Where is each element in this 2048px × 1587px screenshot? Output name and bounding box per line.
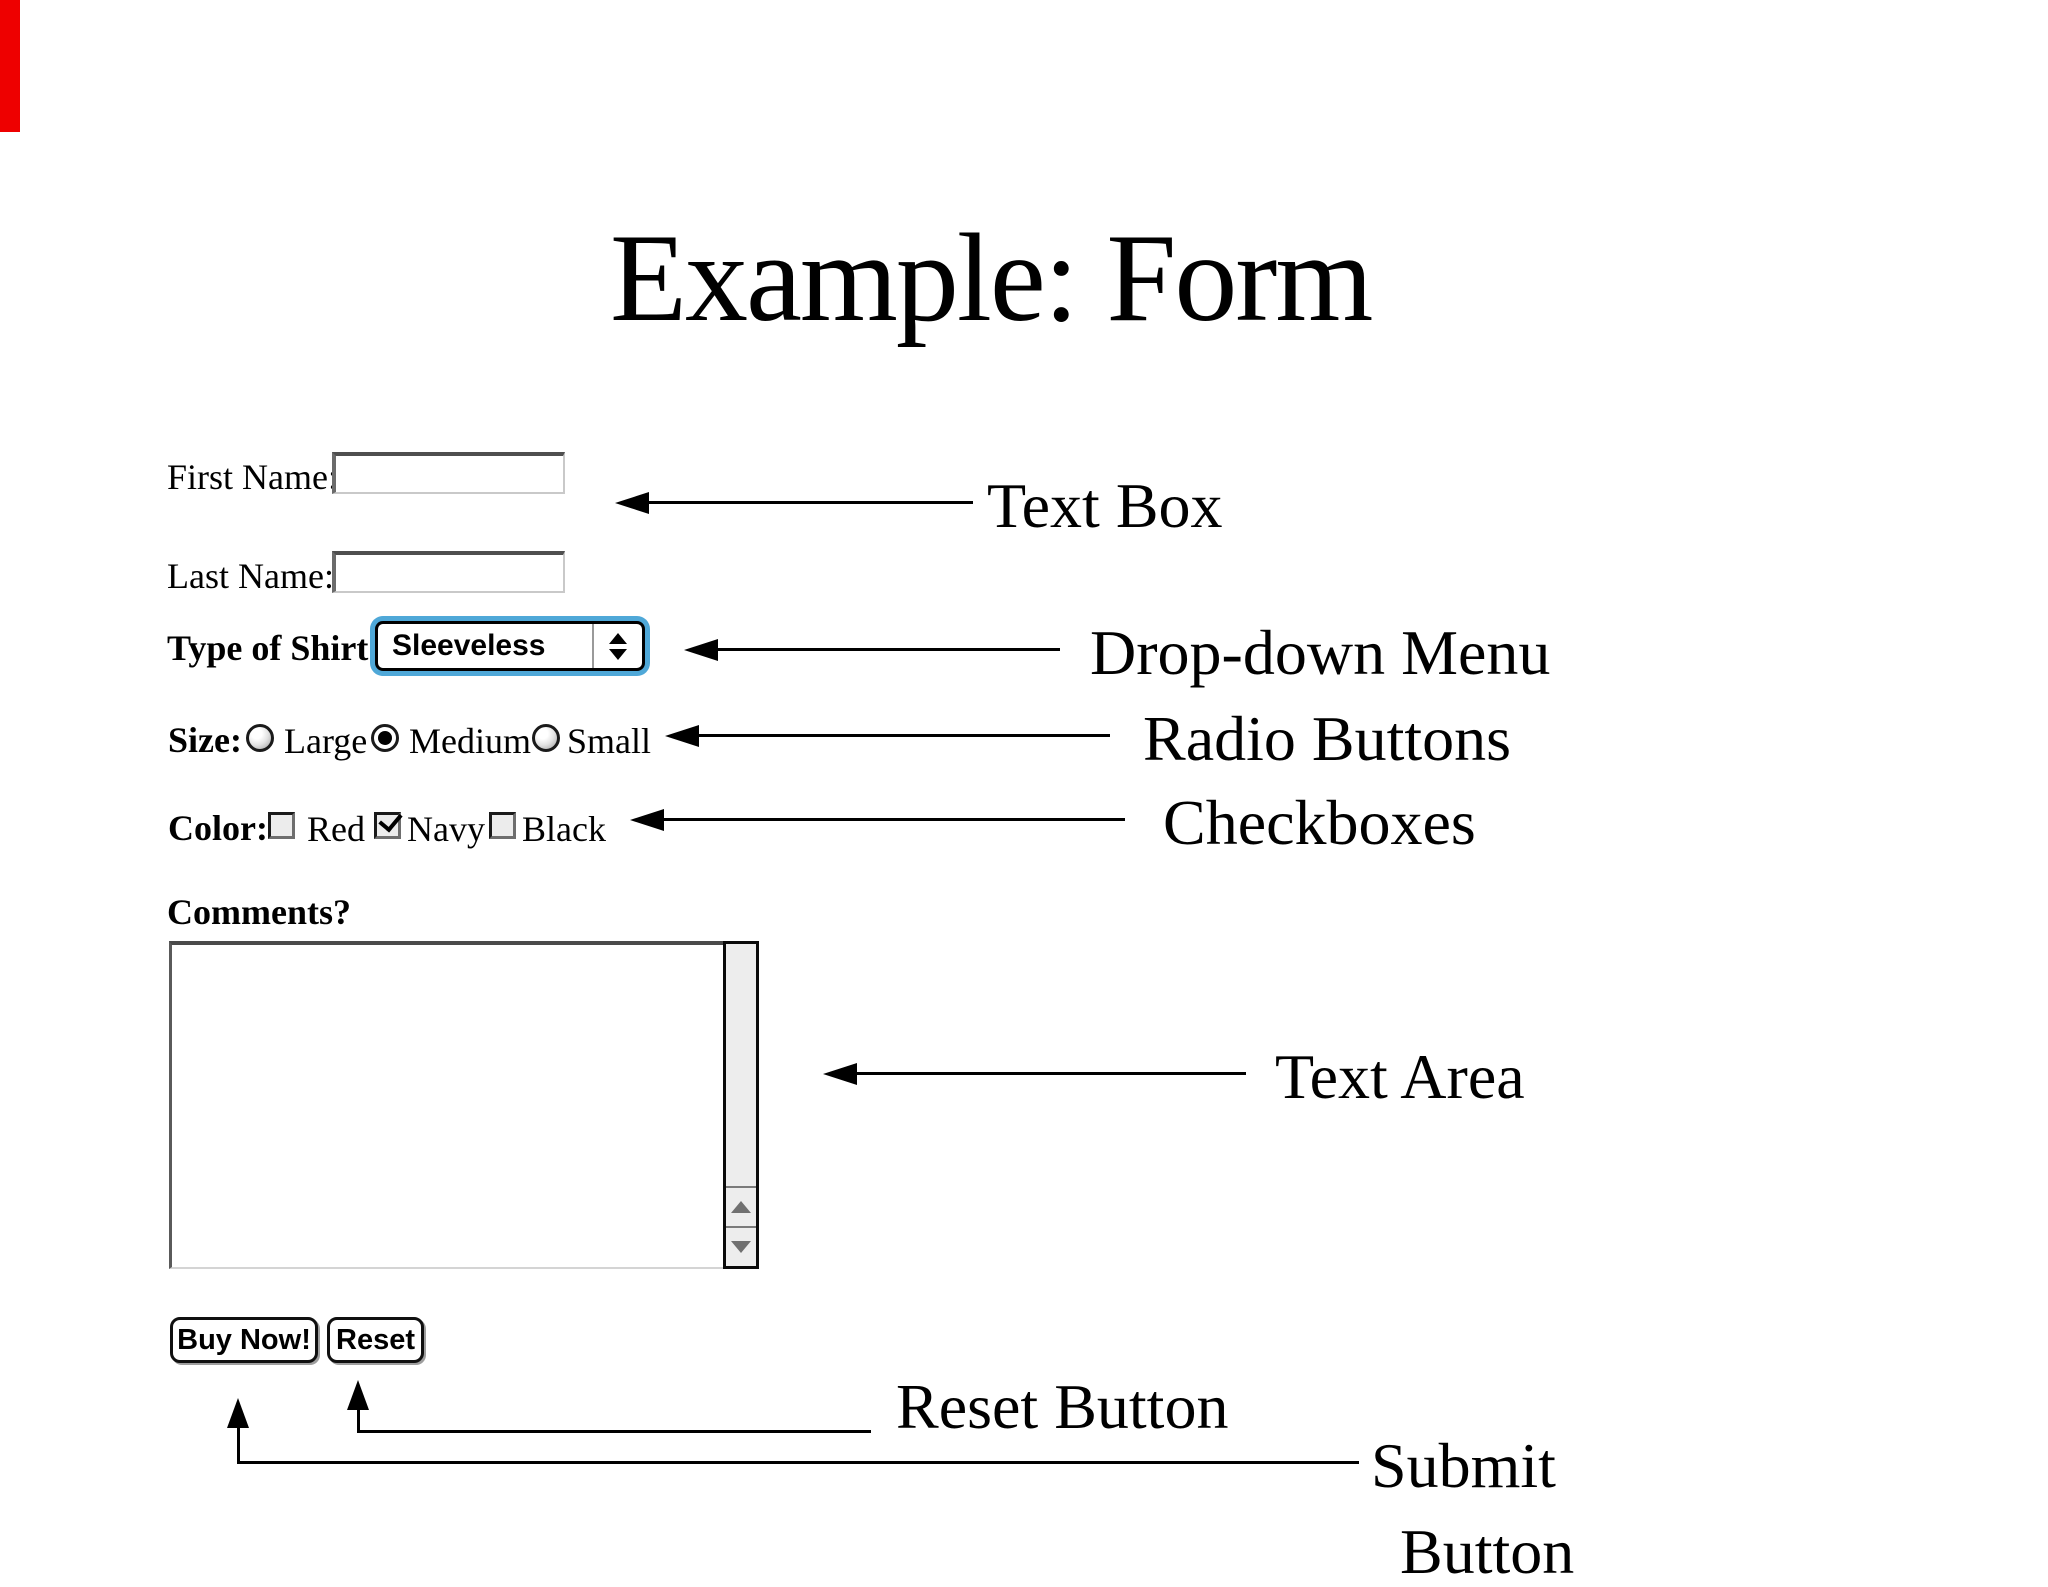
checkbox-navy[interactable] <box>374 807 403 839</box>
checkbox-black-label: Black <box>522 809 606 849</box>
slide-edge-marker <box>0 0 20 132</box>
text-box-arrow-line <box>646 501 973 504</box>
scrollbar-track[interactable] <box>726 944 756 1186</box>
checkbox-arrow-line <box>661 818 1125 821</box>
shirt-type-label: Type of Shirt: <box>167 628 381 668</box>
shirt-type-dropdown[interactable]: Sleeveless <box>375 621 645 671</box>
checkbox-navy-label: Navy <box>407 809 485 849</box>
dropdown-arrowhead-icon <box>684 639 718 661</box>
checkbox-arrowhead-icon <box>630 809 664 831</box>
radio-large[interactable] <box>246 724 274 752</box>
checkbox-black[interactable] <box>489 812 516 839</box>
radio-arrowhead-icon <box>665 725 699 747</box>
checkbox-annotation: Checkboxes <box>1163 787 1476 858</box>
first-name-input[interactable] <box>332 452 565 494</box>
color-label: Color: <box>168 808 268 848</box>
submit-arrow-hline <box>237 1461 1359 1464</box>
dropdown-selected-value: Sleeveless <box>392 629 546 662</box>
first-name-label: First Name: <box>167 457 338 497</box>
scroll-up-button[interactable] <box>726 1186 756 1226</box>
textarea-arrowhead-icon <box>823 1063 857 1085</box>
checkmark-icon <box>378 807 403 833</box>
submit-arrow-vline <box>237 1426 240 1464</box>
textarea-arrow-line <box>854 1072 1246 1075</box>
submit-annotation-line2: Button <box>1400 1516 1575 1587</box>
reset-arrow-hline <box>357 1430 871 1433</box>
last-name-input[interactable] <box>332 551 565 593</box>
scroll-up-icon <box>731 1201 751 1213</box>
reset-annotation: Reset Button <box>896 1371 1229 1442</box>
submit-arrowhead-icon <box>227 1398 249 1428</box>
up-triangle-icon <box>609 632 627 644</box>
radio-medium[interactable] <box>371 724 399 752</box>
dropdown-stepper-icon <box>592 624 642 668</box>
radio-arrow-line <box>696 734 1110 737</box>
text-box-annotation: Text Box <box>987 470 1223 541</box>
textarea-annotation: Text Area <box>1275 1041 1525 1112</box>
comments-label: Comments? <box>167 892 351 932</box>
reset-arrowhead-icon <box>347 1380 369 1410</box>
reset-arrow-vline <box>357 1408 360 1433</box>
radio-small-label: Small <box>567 721 652 761</box>
radio-medium-label: Medium <box>409 721 531 761</box>
down-triangle-icon <box>609 648 627 660</box>
reset-button[interactable]: Reset <box>327 1317 424 1363</box>
checkbox-red[interactable] <box>268 812 295 839</box>
scroll-down-icon <box>731 1241 751 1253</box>
scroll-down-button[interactable] <box>726 1226 756 1266</box>
last-name-label: Last Name: <box>167 556 334 596</box>
dropdown-arrow-line <box>715 648 1060 651</box>
checkbox-red-label: Red <box>307 809 365 849</box>
submit-annotation-line1: Submit <box>1371 1430 1556 1501</box>
comments-textarea[interactable] <box>169 941 759 1269</box>
textarea-scrollbar[interactable] <box>723 941 759 1269</box>
text-box-arrowhead-icon <box>615 492 649 514</box>
size-label: Size: <box>168 720 242 760</box>
page-title: Example: Form <box>610 209 1373 348</box>
radio-large-label: Large <box>284 721 368 761</box>
radio-annotation: Radio Buttons <box>1143 703 1512 774</box>
dropdown-annotation: Drop-down Menu <box>1090 617 1551 688</box>
buy-now-button[interactable]: Buy Now! <box>170 1317 318 1363</box>
radio-small[interactable] <box>532 724 560 752</box>
